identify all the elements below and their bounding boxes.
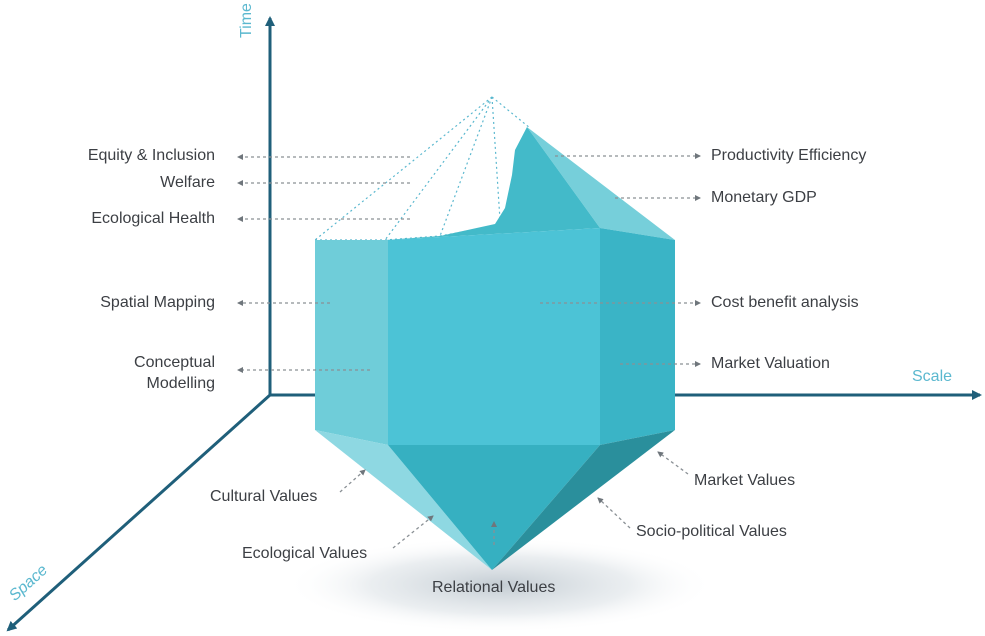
- label-welfare: Welfare: [160, 174, 215, 191]
- label-relational-values: Relational Values: [432, 579, 556, 596]
- crystal-bottom-front-facet: [388, 445, 600, 570]
- label-monetary-gdp: Monetary GDP: [711, 189, 817, 206]
- label-market-values: Market Values: [694, 472, 796, 489]
- crystal-top-front: [315, 127, 600, 240]
- label-equity-inclusion: Equity & Inclusion: [87, 147, 215, 164]
- label-productivity-efficiency: Productivity Efficiency: [711, 147, 867, 164]
- leader-sociopolitical: [597, 497, 631, 529]
- scale-axis-label: Scale: [912, 368, 953, 385]
- leader-ecological-values: [392, 515, 434, 549]
- leader-cultural: [339, 469, 366, 493]
- label-market-valuation: Market Valuation: [711, 355, 830, 372]
- crystal-front-face: [388, 228, 600, 445]
- crystal-shadow: [285, 537, 715, 633]
- label-ecological-values: Ecological Values: [242, 545, 368, 562]
- leader-market-values: [657, 451, 689, 475]
- label-conceptual: Conceptual: [134, 354, 215, 371]
- crystal-bottom-right-facet: [492, 430, 675, 570]
- label-cost-benefit: Cost benefit analysis: [711, 294, 859, 311]
- space-axis: [6, 393, 272, 632]
- label-sociopolitical-values: Socio-political Values: [636, 523, 787, 540]
- label-ecological-health: Ecological Health: [91, 210, 215, 227]
- label-modelling: Modelling: [146, 375, 215, 392]
- time-axis-label: Time: [238, 3, 255, 38]
- crystal-left-face: [315, 240, 388, 445]
- crystal-right-face: [600, 228, 675, 445]
- crystal-top-right-face: [527, 127, 675, 240]
- crystal: [315, 127, 675, 570]
- crystal-bottom-left-facet: [315, 430, 492, 570]
- label-spatial-mapping: Spatial Mapping: [100, 294, 215, 311]
- label-cultural-values: Cultural Values: [210, 488, 318, 505]
